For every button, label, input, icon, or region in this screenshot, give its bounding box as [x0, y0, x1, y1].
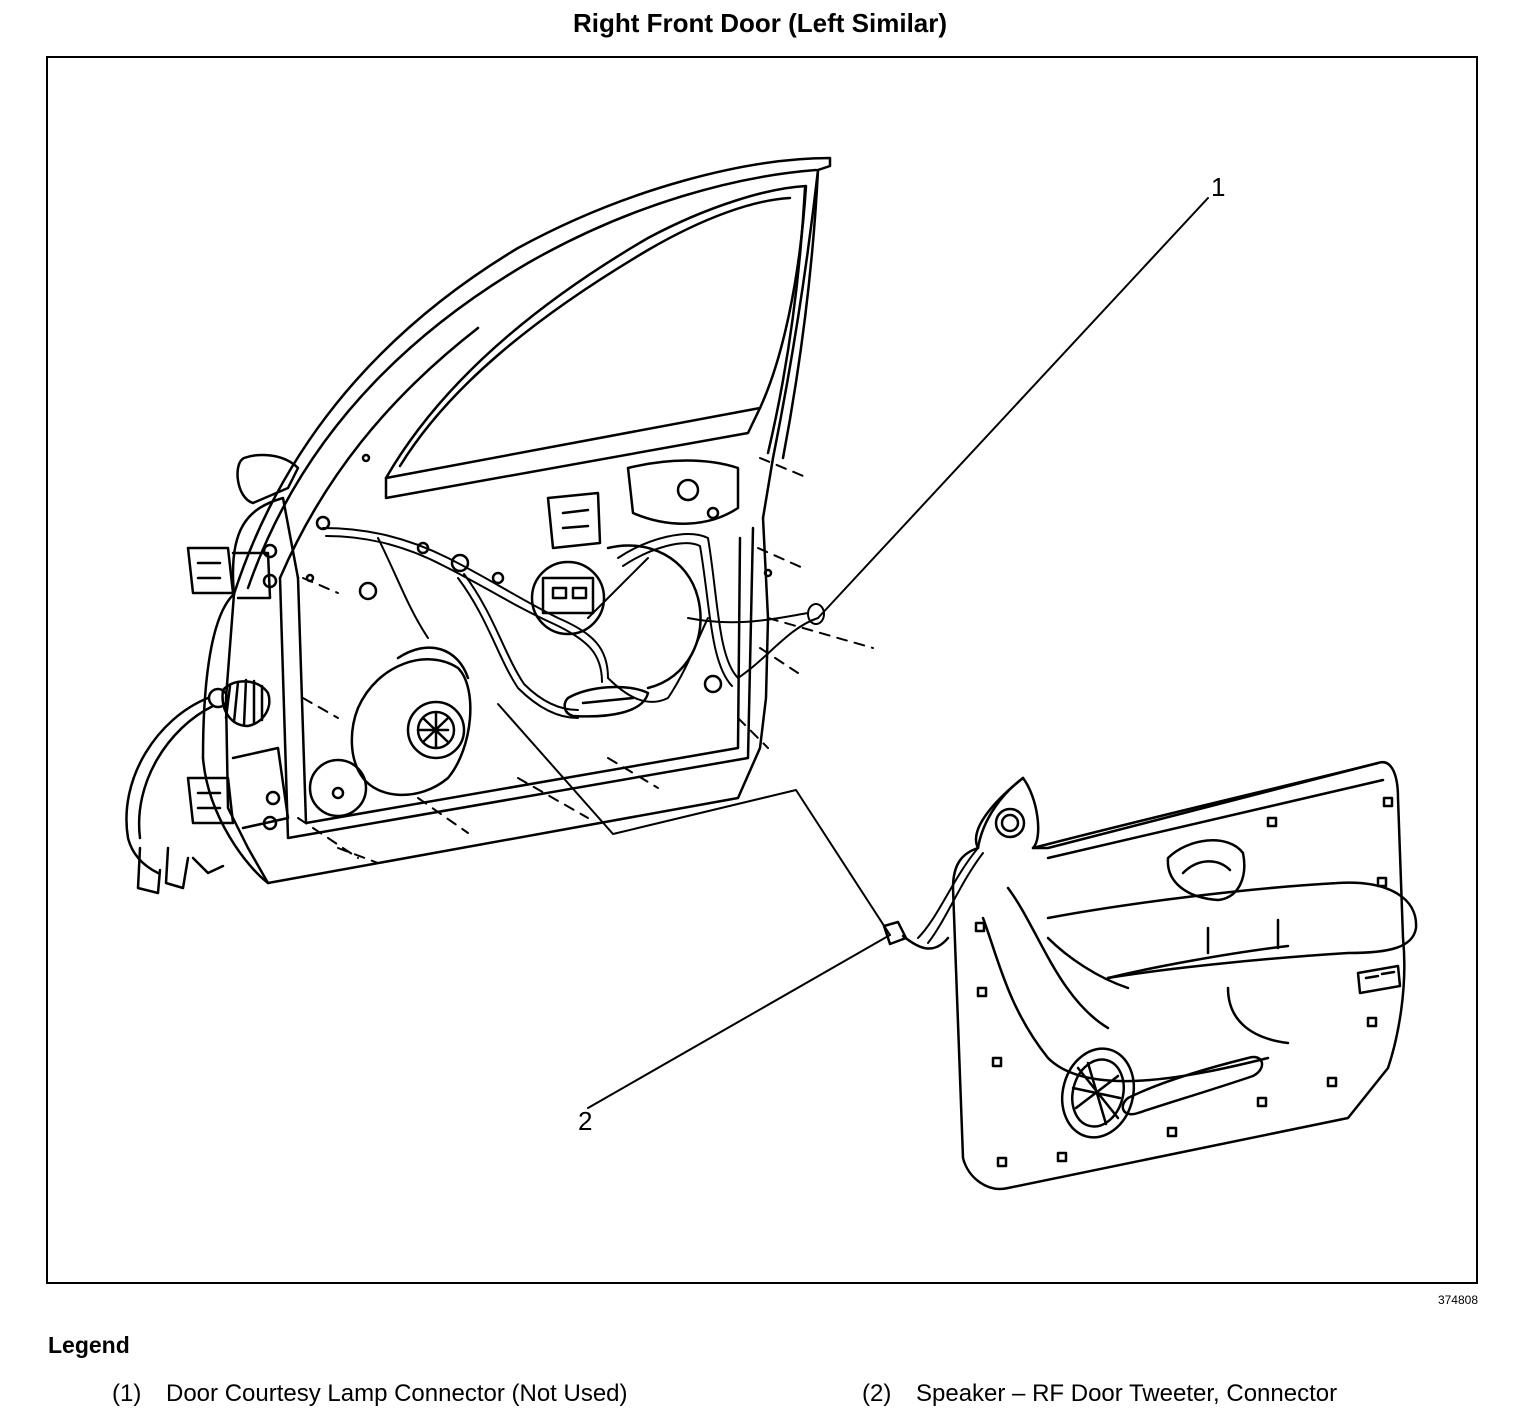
alignment-dashes	[297, 457, 874, 864]
door-illustration: 1 2	[125, 156, 1418, 1191]
legend-item-text: Door Courtesy Lamp Connector (Not Used)	[166, 1380, 628, 1407]
interior-handle-recess	[563, 685, 650, 718]
leader-lines	[497, 197, 1209, 1109]
lower-hinge	[186, 746, 290, 831]
callout-2: 2	[578, 1106, 592, 1136]
door-frame-outline	[201, 156, 832, 885]
door-trim-panel	[882, 761, 1418, 1191]
legend-item-number: (1)	[112, 1380, 142, 1407]
diagram-title: Right Front Door (Left Similar)	[572, 8, 948, 38]
legend-item-text: Speaker – RF Door Tweeter, Connector	[916, 1380, 1338, 1407]
legend-item-number: (2)	[862, 1380, 892, 1407]
diagram-frame: 1 2	[46, 56, 1478, 1284]
figure-id: 374808	[1437, 1293, 1478, 1307]
legend-item: (2) Speaker – RF Door Tweeter, Connector	[862, 1380, 1337, 1408]
door-wire-harness	[322, 527, 819, 719]
wiring-boot	[125, 678, 271, 895]
window-regulator	[530, 459, 740, 690]
lower-round-speaker	[308, 758, 368, 818]
callout-1: 1	[1211, 172, 1225, 202]
legend-item: (1) Door Courtesy Lamp Connector (Not Use…	[112, 1380, 628, 1408]
upper-hinge	[186, 543, 278, 600]
legend-title: Legend	[48, 1332, 130, 1358]
mounting-holes	[305, 453, 773, 694]
door-speaker	[350, 646, 472, 797]
